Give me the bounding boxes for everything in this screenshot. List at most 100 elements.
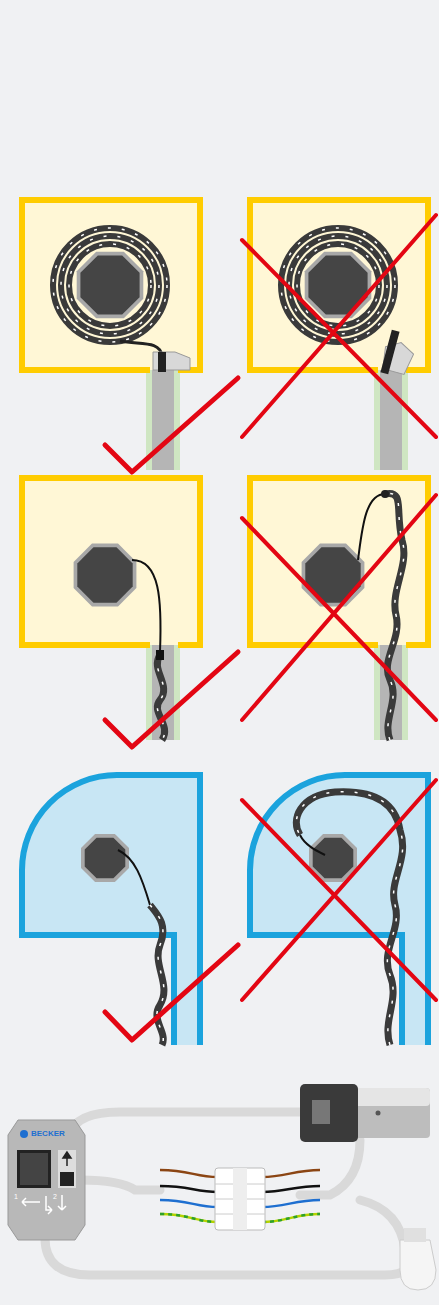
switch-part bbox=[20, 1130, 28, 1138]
cables-part bbox=[45, 1238, 415, 1275]
row1-wrong-part-part bbox=[297, 244, 379, 326]
motor-tube bbox=[85, 838, 126, 879]
row1-correct-part-part bbox=[69, 244, 151, 326]
wires-part bbox=[262, 1200, 320, 1207]
row2-correct-part bbox=[22, 478, 200, 645]
row2-correct-part bbox=[146, 645, 180, 740]
check-marks-part bbox=[105, 652, 238, 747]
row1-correct-part bbox=[22, 200, 200, 370]
motor-tube bbox=[305, 252, 372, 319]
plug-part bbox=[404, 1228, 426, 1242]
switch-part bbox=[60, 1172, 74, 1186]
wires-part bbox=[160, 1170, 218, 1177]
row1-correct-part bbox=[22, 200, 200, 370]
row2-correct bbox=[22, 478, 200, 740]
switch-part bbox=[63, 1152, 71, 1166]
row2-correct-part bbox=[74, 544, 137, 607]
row1-wrong bbox=[250, 200, 428, 470]
row1-correct-part bbox=[152, 370, 174, 470]
wires-part bbox=[262, 1170, 320, 1177]
row1-correct-part bbox=[53, 228, 167, 342]
row2-correct-part bbox=[156, 650, 164, 660]
motor-tube bbox=[77, 252, 144, 319]
row1-correct-part bbox=[77, 252, 144, 319]
tubular-motor-part bbox=[300, 1084, 358, 1142]
switch-position: 1 bbox=[14, 1193, 18, 1200]
row3-wrong-part bbox=[300, 835, 325, 855]
terminal-block-part bbox=[233, 1168, 247, 1230]
wires-part bbox=[262, 1214, 320, 1222]
switch-position: 2 bbox=[53, 1193, 57, 1200]
switch-part bbox=[8, 1120, 85, 1240]
row2-wrong-part bbox=[302, 544, 365, 607]
tubular-motor-part bbox=[312, 1100, 330, 1124]
cables-part bbox=[360, 1200, 405, 1250]
row3-correct-part bbox=[81, 834, 129, 882]
row2-wrong-part bbox=[381, 490, 389, 498]
row2-wrong-part bbox=[385, 493, 404, 740]
row3-wrong-part bbox=[250, 775, 428, 1045]
motor-tube bbox=[313, 838, 354, 879]
wires-part bbox=[262, 1214, 320, 1222]
row2-correct-part bbox=[22, 478, 200, 645]
row1-correct-part bbox=[158, 352, 166, 372]
switch-part bbox=[22, 1198, 40, 1206]
row2-correct-part bbox=[157, 655, 164, 740]
row1-correct-part bbox=[53, 228, 167, 342]
row1-correct-part-part bbox=[69, 244, 151, 326]
row1-correct-part-part bbox=[61, 236, 159, 334]
cross-marks-part bbox=[242, 240, 436, 437]
switch-part bbox=[46, 1196, 52, 1214]
row1-wrong-part bbox=[380, 330, 399, 375]
cross-marks bbox=[242, 215, 436, 1000]
switch-part bbox=[17, 1150, 51, 1188]
motor-tube bbox=[81, 834, 129, 882]
row3-wrong-part bbox=[250, 775, 428, 1045]
brand-name: BECKER bbox=[31, 1130, 65, 1138]
wires-part bbox=[160, 1186, 218, 1192]
row1-correct-part-part bbox=[53, 228, 167, 342]
cables-part bbox=[80, 1180, 160, 1190]
row2-correct-part bbox=[132, 560, 161, 652]
motor-tube bbox=[302, 544, 365, 607]
switch-part bbox=[58, 1195, 66, 1210]
cross-marks-part bbox=[242, 495, 436, 720]
row2-correct-part bbox=[157, 655, 164, 740]
plug bbox=[400, 1228, 436, 1290]
row1-correct-part-part bbox=[61, 236, 159, 334]
row3-correct-part bbox=[118, 850, 150, 905]
row2-wrong-part bbox=[358, 494, 385, 560]
row1-wrong-part-part bbox=[297, 244, 379, 326]
switch bbox=[8, 1120, 85, 1240]
cross-marks-part bbox=[242, 518, 436, 720]
wires-part bbox=[160, 1214, 218, 1222]
wires-part bbox=[160, 1200, 218, 1207]
wires-part bbox=[262, 1186, 320, 1192]
cables-part bbox=[70, 1112, 300, 1135]
row1-correct-part-part bbox=[53, 228, 167, 342]
motor-tube bbox=[77, 547, 132, 602]
row1-wrong-part bbox=[305, 252, 372, 319]
plug-part bbox=[400, 1240, 436, 1290]
switch-part bbox=[20, 1153, 48, 1185]
cross-marks-part bbox=[242, 215, 436, 437]
row1-wrong-part bbox=[374, 370, 408, 470]
row2-wrong-part bbox=[385, 493, 404, 740]
check-marks-part bbox=[105, 945, 238, 1040]
motor-tube bbox=[74, 544, 137, 607]
tubular-motor bbox=[300, 1084, 430, 1142]
motor-tube bbox=[80, 255, 139, 314]
cross-marks-part bbox=[242, 780, 436, 1000]
terminal-block-part bbox=[215, 1168, 265, 1230]
tubular-motor-part bbox=[376, 1111, 381, 1116]
row1-correct bbox=[22, 200, 200, 470]
wires-part bbox=[160, 1214, 218, 1222]
check-marks-part bbox=[105, 378, 238, 472]
terminal-block bbox=[215, 1168, 265, 1230]
row3-wrong bbox=[250, 775, 428, 1045]
check-marks bbox=[105, 378, 238, 1040]
switch-part bbox=[58, 1150, 76, 1188]
